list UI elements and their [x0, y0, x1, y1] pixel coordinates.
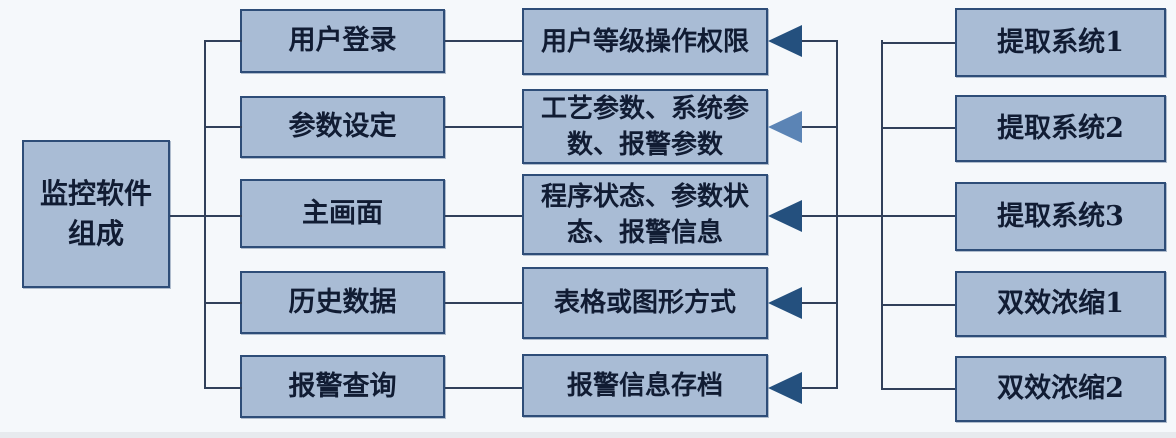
arrow-left-icon-row3 — [768, 200, 802, 232]
connector-history-data-to-detail — [445, 302, 522, 304]
connector-trunk-to-alarm-query — [204, 387, 242, 389]
node-label: 工艺参数、系统参数、报警参数 — [540, 93, 749, 160]
node-label: 双效浓缩2 — [997, 373, 1124, 404]
node-label: 历史数据 — [288, 286, 397, 318]
connector-cross-row3 — [800, 215, 955, 217]
node-extract-system-3: 提取系统3 — [955, 182, 1166, 251]
connector-left-trunk — [204, 40, 206, 389]
arrow-left-icon-row4 — [768, 287, 802, 319]
node-label: 程序状态、参数状态、报警信息 — [540, 181, 749, 248]
connector-user-login-to-detail — [445, 40, 522, 42]
node-label: 双效浓缩1 — [997, 288, 1124, 319]
node-label: 报警信息存档 — [566, 370, 723, 401]
connector-tail-row4 — [800, 302, 838, 304]
connector-alarm-query-to-detail — [445, 387, 522, 389]
node-alarm-query: 报警查询 — [240, 355, 445, 418]
node-extract-system-2: 提取系统2 — [955, 95, 1166, 162]
node-double-effect-concentrate-2: 双效浓缩2 — [955, 356, 1166, 422]
arrow-left-icon-row5 — [768, 372, 802, 404]
node-extract-system-1: 提取系统1 — [955, 8, 1166, 77]
connector-trunk-to-user-login — [204, 40, 242, 42]
node-program-status-detail: 程序状态、参数状态、报警信息 — [522, 174, 768, 255]
connector-root-to-trunk — [170, 215, 242, 217]
connector-extract1-stub — [881, 42, 955, 44]
connector-tail-row2 — [800, 126, 838, 128]
node-label: 报警查询 — [288, 370, 397, 402]
connector-trunk-to-history-data — [204, 302, 242, 304]
node-alarm-archive-detail: 报警信息存档 — [522, 354, 768, 417]
connector-tail-row1 — [800, 40, 838, 42]
connector-concentrate2-stub — [881, 388, 955, 390]
node-label: 提取系统1 — [997, 26, 1124, 58]
node-label: 表格或图形方式 — [553, 288, 736, 318]
node-double-effect-concentrate-1: 双效浓缩1 — [955, 271, 1166, 337]
node-label: 监控软件组成 — [39, 177, 152, 250]
node-table-graph-detail: 表格或图形方式 — [522, 267, 768, 339]
connector-trunk-to-param-setting — [204, 126, 242, 128]
node-label: 用户等级操作权限 — [540, 26, 749, 57]
node-user-permission-detail: 用户等级操作权限 — [522, 8, 768, 75]
node-process-params-detail: 工艺参数、系统参数、报警参数 — [522, 89, 768, 164]
connector-arrow-trunk — [836, 40, 838, 389]
node-param-setting: 参数设定 — [240, 96, 445, 158]
node-user-login: 用户登录 — [240, 9, 445, 73]
arrow-left-icon-row2 — [768, 111, 802, 143]
node-monitor-software-root: 监控软件组成 — [22, 140, 170, 288]
arrow-left-icon-row1 — [768, 25, 802, 57]
connector-param-setting-to-detail — [445, 126, 522, 128]
node-label: 参数设定 — [288, 111, 397, 142]
connector-tail-row5 — [800, 387, 838, 389]
node-history-data: 历史数据 — [240, 271, 445, 334]
node-label: 提取系统2 — [997, 112, 1124, 144]
bottom-strip — [0, 432, 1176, 438]
node-main-screen: 主画面 — [240, 179, 445, 248]
node-label: 主画面 — [302, 197, 383, 229]
node-label: 用户登录 — [288, 25, 397, 56]
connector-main-screen-to-detail — [445, 215, 522, 217]
connector-concentrate1-stub — [881, 304, 955, 306]
node-label: 提取系统3 — [997, 200, 1124, 232]
connector-extract2-stub — [881, 127, 955, 129]
